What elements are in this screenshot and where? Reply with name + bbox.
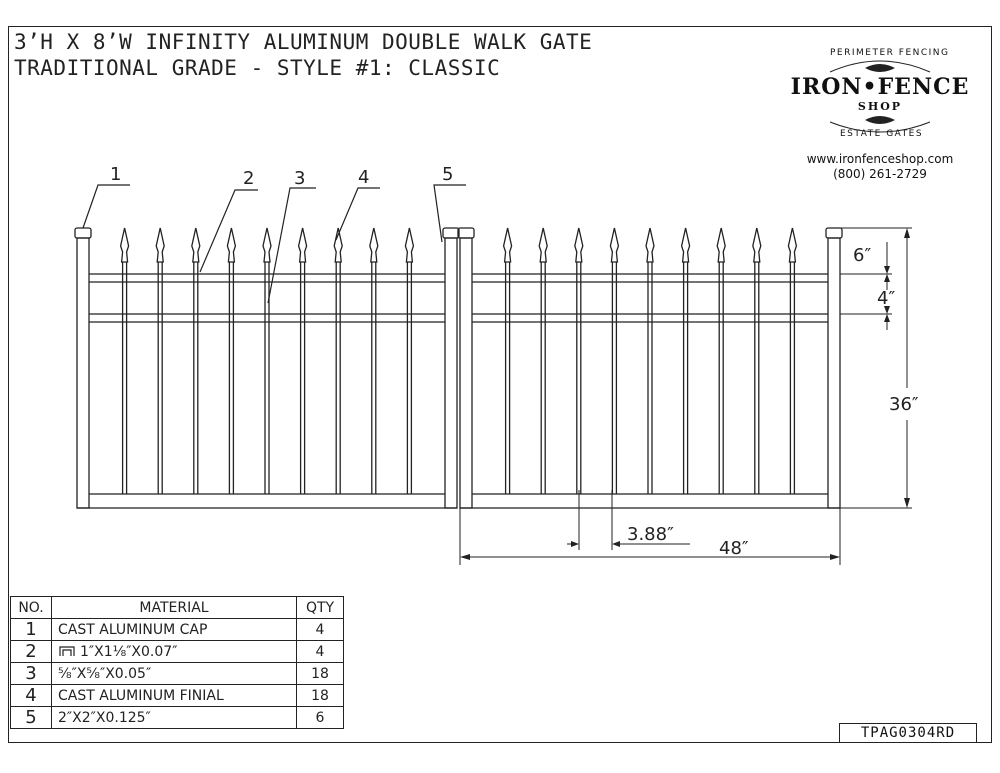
bom-qty: 4 xyxy=(296,618,344,641)
dim-6in: 6″ xyxy=(853,245,871,266)
bom-material: 2″X2″X0.125″ xyxy=(51,706,297,729)
bom-material: 1″X1⅛″X0.07″ xyxy=(80,643,178,660)
bom-no: 4 xyxy=(10,684,52,707)
post xyxy=(827,237,841,509)
callout-4: 4 xyxy=(358,167,369,188)
finial xyxy=(538,227,548,263)
drawing-number: TPAG0304RD xyxy=(839,723,977,743)
gate-leaf-right xyxy=(457,227,843,509)
finial xyxy=(191,227,201,263)
table-row: 4 CAST ALUMINUM FINIAL 18 xyxy=(10,684,344,707)
dim-36in: 36″ xyxy=(889,394,919,415)
bom-material: ⅝″X⅝″X0.05″ xyxy=(51,662,297,685)
logo-top-text: PERIMETER FENCING xyxy=(830,48,950,58)
callout-2: 2 xyxy=(243,168,254,189)
finial xyxy=(404,227,415,263)
callout-leader-5 xyxy=(433,184,466,243)
post xyxy=(76,237,90,509)
bom-material-cell: 1″X1⅛″X0.07″ xyxy=(51,640,297,663)
finial xyxy=(369,227,379,263)
finial xyxy=(609,227,620,263)
bom-header-material: MATERIAL xyxy=(51,596,297,619)
callout-leader-4 xyxy=(335,187,380,241)
title-line-1: 3’H X 8’W INFINITY ALUMINUM DOUBLE WALK … xyxy=(14,30,593,54)
finial xyxy=(752,227,762,263)
bom-qty: 4 xyxy=(296,640,344,663)
bill-of-materials: NO. MATERIAL QTY 1 CAST ALUMINUM CAP 4 2… xyxy=(10,596,344,729)
finial xyxy=(716,227,726,263)
logo-bottom-text: ESTATE GATES xyxy=(840,129,924,139)
logo-name: IRON•FENCE xyxy=(790,74,970,100)
finial xyxy=(226,227,237,263)
callout-5: 5 xyxy=(442,164,453,185)
table-row: 1 CAST ALUMINUM CAP 4 xyxy=(10,618,344,641)
finial xyxy=(155,227,165,263)
callout-leader-3 xyxy=(267,187,316,304)
bom-no: 3 xyxy=(10,662,52,685)
bom-no: 2 xyxy=(10,640,52,663)
logo-ornament xyxy=(829,60,931,133)
dim-3-88in: 3.88″ xyxy=(627,524,674,545)
bom-qty: 18 xyxy=(296,662,344,685)
callout-3: 3 xyxy=(294,168,305,189)
finial xyxy=(645,227,655,263)
finial xyxy=(333,227,343,263)
post xyxy=(459,237,473,509)
table-row: 2 1″X1⅛″X0.07″ 4 xyxy=(10,640,344,663)
callout-leader-2 xyxy=(199,189,258,273)
bom-header-qty: QTY xyxy=(296,596,344,619)
finial xyxy=(502,227,513,263)
finial xyxy=(680,227,691,263)
post xyxy=(444,237,458,509)
bom-material: CAST ALUMINUM FINIAL xyxy=(51,684,297,707)
title-line-2: TRADITIONAL GRADE - STYLE #1: CLASSIC xyxy=(14,56,501,80)
phone-number: (800) 261-2729 xyxy=(833,167,927,181)
post-cap xyxy=(74,227,92,239)
post-cap xyxy=(442,227,460,239)
gate-leaf-left xyxy=(74,227,460,509)
table-row: 5 2″X2″X0.125″ 6 xyxy=(10,706,344,729)
finial xyxy=(297,227,308,263)
iron-fence-shop-logo: PERIMETER FENCING IRON•FENCE SHOP ESTATE… xyxy=(770,30,990,185)
table-row: 3 ⅝″X⅝″X0.05″ 18 xyxy=(10,662,344,685)
bom-header-row: NO. MATERIAL QTY xyxy=(10,596,344,619)
callout-1: 1 xyxy=(110,164,121,185)
bom-qty: 18 xyxy=(296,684,344,707)
dimension-lines xyxy=(459,227,912,565)
dim-4in: 4″ xyxy=(877,288,895,309)
dim-48in: 48″ xyxy=(719,538,749,559)
drawing-border xyxy=(8,26,992,743)
website-link[interactable]: www.ironfenceshop.com xyxy=(806,152,954,166)
callout-leaders xyxy=(82,184,466,304)
finial xyxy=(119,227,130,263)
dimension-arrows xyxy=(460,228,910,560)
logo-sub: SHOP xyxy=(857,100,903,113)
channel-icon xyxy=(59,645,75,656)
bom-material: CAST ALUMINUM CAP xyxy=(51,618,297,641)
bom-no: 5 xyxy=(10,706,52,729)
finial xyxy=(262,227,272,263)
post-cap xyxy=(825,227,843,239)
bom-no: 1 xyxy=(10,618,52,641)
bom-header-no: NO. xyxy=(10,596,52,619)
bom-qty: 6 xyxy=(296,706,344,729)
post-cap xyxy=(457,227,475,239)
callout-leader-1 xyxy=(82,184,130,229)
finial xyxy=(787,227,798,263)
finial xyxy=(574,227,584,263)
